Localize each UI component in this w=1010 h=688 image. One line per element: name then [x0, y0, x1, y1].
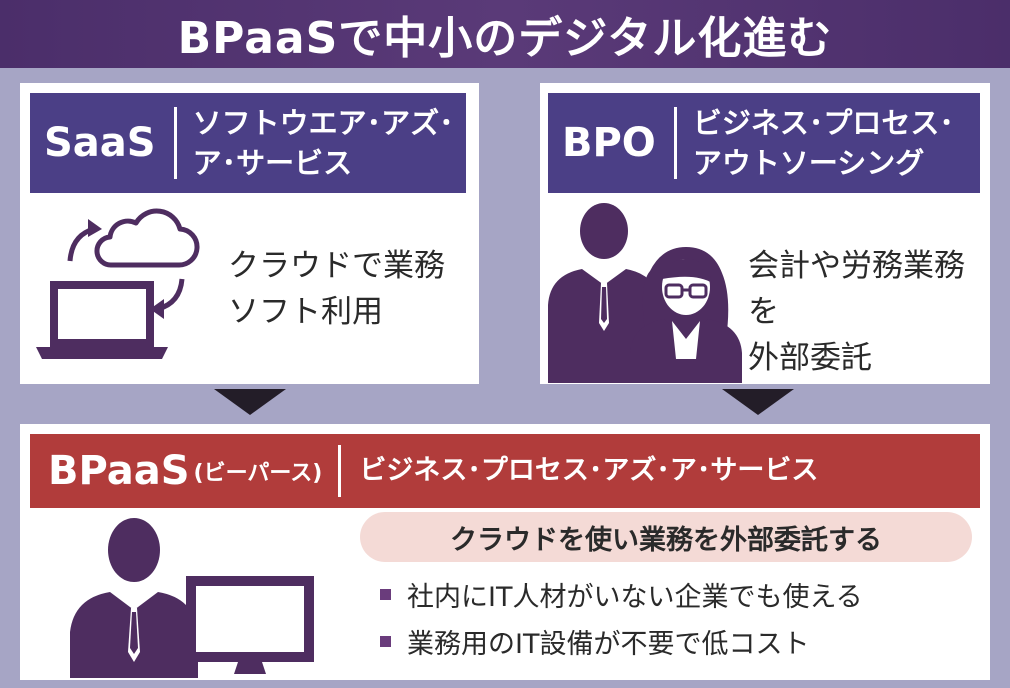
- bpaas-panel: BPaaS (ビーパース) ビジネス･プロセス･アズ･ア･サービス クラウドを使…: [20, 424, 990, 680]
- bpo-header: BPO ビジネス･プロセス･ アウトソーシング: [548, 93, 980, 193]
- bpaas-benefit-item: 社内にIT人材がいない企業でも使える: [380, 574, 863, 614]
- laptop-icon: [36, 281, 168, 359]
- bpaas-reading: (ビーパース): [193, 461, 323, 486]
- bpaas-benefit-text: 業務用のIT設備が不要で低コスト: [407, 628, 810, 660]
- saas-full-name: ソフトウエア･アズ･ ア･サービス: [193, 103, 454, 183]
- down-arrow-icon: [214, 389, 286, 415]
- bullet-square-icon: [380, 588, 391, 600]
- bpaas-benefit-text: 社内にIT人材がいない企業でも使える: [407, 581, 863, 613]
- header-divider: [173, 107, 177, 179]
- person-at-computer-icon: [70, 518, 314, 678]
- bullet-square-icon: [380, 635, 391, 647]
- sync-arrows-icon: [67, 219, 185, 319]
- cloud-laptop-illustration: [36, 208, 200, 359]
- title-banner: BPaaSで中小のデジタル化進む: [0, 0, 1010, 68]
- businesswoman-icon: [630, 247, 742, 383]
- header-divider: [338, 445, 342, 497]
- page-title: BPaaSで中小のデジタル化進む: [177, 13, 833, 64]
- bpaas-abbr: BPaaS: [48, 448, 190, 494]
- bpo-description: 会計や労務業務を 外部委託: [748, 248, 965, 376]
- saas-abbr: SaaS: [44, 120, 156, 166]
- person-at-computer-illustration: [70, 518, 314, 678]
- bpaas-header: BPaaS (ビーパース) ビジネス･プロセス･アズ･ア･サービス: [30, 434, 980, 508]
- bpo-full-line1: ビジネス･プロセス･: [692, 106, 954, 140]
- bpaas-summary: クラウドを使い業務を外部委託する: [360, 512, 972, 562]
- saas-full-line2: ア･サービス: [192, 146, 353, 180]
- saas-full-line1: ソフトウエア･アズ･: [192, 106, 454, 140]
- outsourcing-people-illustration: [548, 203, 742, 383]
- header-divider: [673, 107, 677, 179]
- saas-panel: SaaS ソフトウエア･アズ･ ア･サービス クラウドで業務 ソフト利用: [20, 83, 479, 384]
- cloud-icon: [94, 208, 200, 268]
- bpo-full-line2: アウトソーシング: [692, 146, 925, 180]
- saas-header: SaaS ソフトウエア･アズ･ ア･サービス: [30, 93, 466, 193]
- saas-description: クラウドで業務 ソフト利用: [228, 248, 445, 330]
- bpo-full-name: ビジネス･プロセス･ アウトソーシング: [693, 103, 954, 183]
- bpaas-full-name: ビジネス･プロセス･アズ･ア･サービス: [359, 455, 819, 486]
- bpo-abbr: BPO: [562, 120, 656, 166]
- bpaas-benefit-item: 業務用のIT設備が不要で低コスト: [380, 621, 809, 661]
- bpo-panel: BPO ビジネス･プロセス･ アウトソーシング 会計や労務業務を 外部委託: [540, 83, 990, 384]
- down-arrow-icon: [722, 389, 794, 415]
